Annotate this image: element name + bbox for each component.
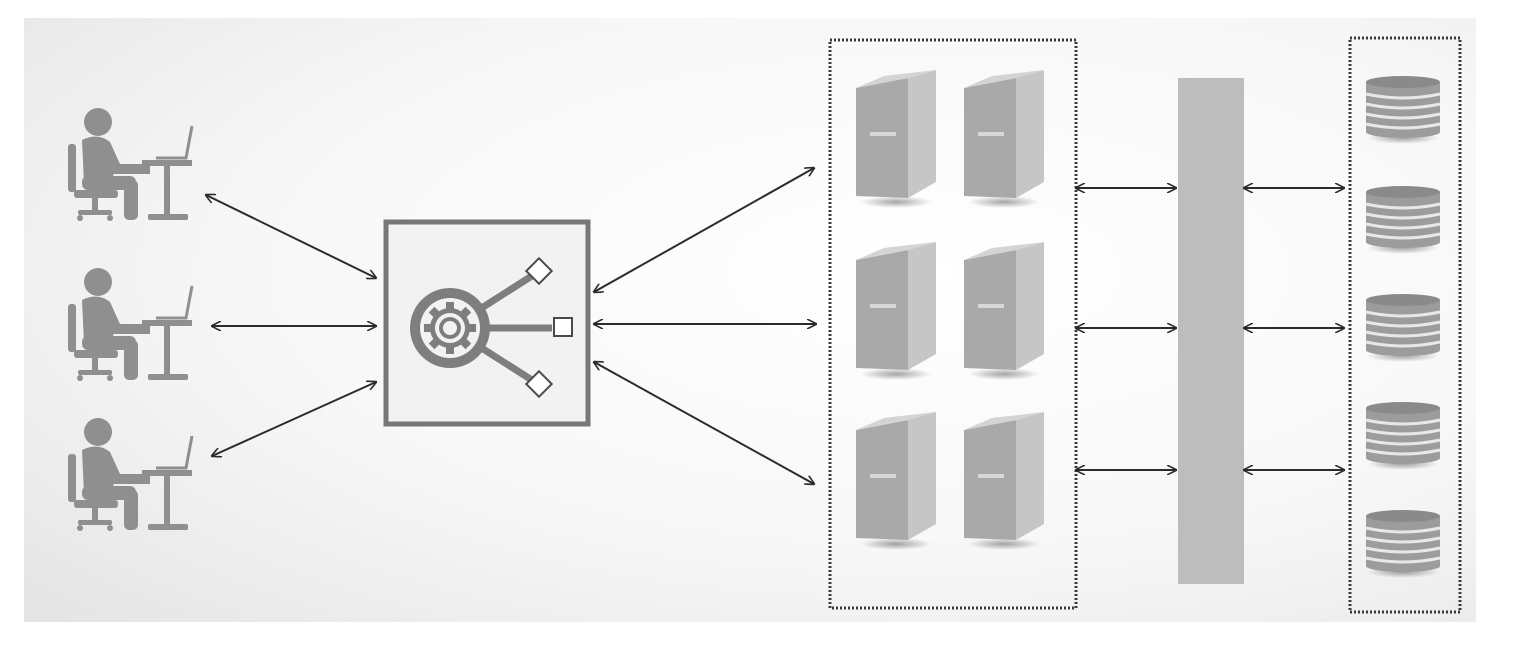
database-group-box xyxy=(1348,36,1462,614)
middleware-bar xyxy=(1178,78,1244,584)
server-tower-icon xyxy=(964,412,1044,550)
bidirectional-arrow xyxy=(594,168,814,292)
database-icon xyxy=(1364,508,1442,580)
server-tower-icon xyxy=(964,70,1044,208)
load-balancer xyxy=(383,219,591,427)
database-icon xyxy=(1364,74,1442,146)
server-tower-icon xyxy=(964,242,1044,380)
diagram-background xyxy=(24,18,1476,622)
server-tower-icon xyxy=(856,412,936,550)
database-icon xyxy=(1364,400,1442,472)
connectors xyxy=(206,168,1344,484)
bidirectional-arrow xyxy=(206,195,376,278)
load-balancer-icon xyxy=(410,256,573,399)
server-tower-icon xyxy=(856,242,936,380)
bidirectional-arrow xyxy=(212,382,376,456)
bidirectional-arrow xyxy=(594,362,814,484)
database-group xyxy=(1348,36,1462,614)
gear-icon xyxy=(424,302,476,354)
server-tower-icon xyxy=(856,70,936,208)
database-icon xyxy=(1364,292,1442,364)
database-icon xyxy=(1364,184,1442,256)
